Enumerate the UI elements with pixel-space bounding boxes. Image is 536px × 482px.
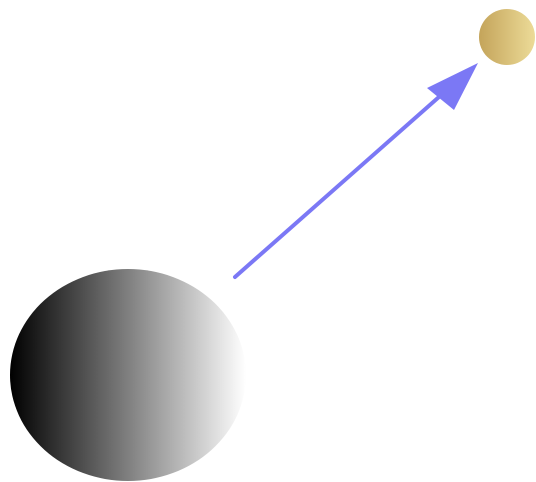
large-sphere <box>10 269 246 481</box>
small-sphere <box>479 9 535 65</box>
arrow-shaft <box>235 89 448 277</box>
